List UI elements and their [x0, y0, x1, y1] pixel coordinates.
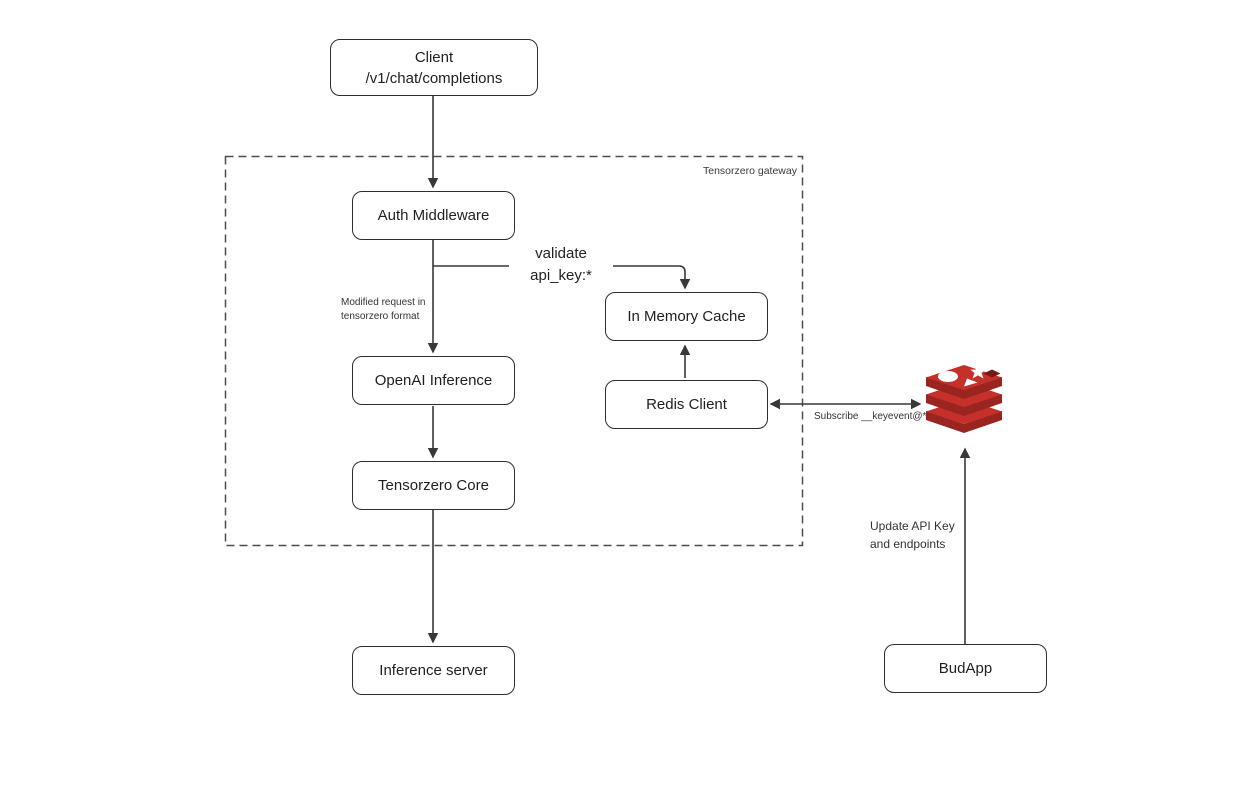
- node-client-label: Client: [414, 48, 454, 66]
- node-inference-server-label: Inference server: [379, 662, 488, 679]
- edge-label-subscribe: Subscribe __keyevent@*: [814, 411, 927, 422]
- node-redis-client: Redis Client: [605, 380, 768, 429]
- node-auth-middleware: Auth Middleware: [352, 191, 515, 240]
- node-tensorzero-core: Tensorzero Core: [352, 461, 515, 510]
- redis-database-icon: [926, 364, 1002, 433]
- node-client-sublabel: /v1/chat/completions: [365, 69, 503, 87]
- node-auth-middleware-label: Auth Middleware: [377, 207, 490, 224]
- node-client: Client /v1/chat/completions: [330, 39, 538, 96]
- edge-label-validate: validate api_key:*: [509, 243, 613, 287]
- gateway-label: Tensorzero gateway: [703, 165, 797, 177]
- node-budapp: BudApp: [884, 644, 1047, 693]
- node-openai-inference: OpenAI Inference: [352, 356, 515, 405]
- node-in-memory-cache-label: In Memory Cache: [627, 308, 746, 325]
- node-inference-server: Inference server: [352, 646, 515, 695]
- edge-label-modified-request: Modified request in tensorzero format: [341, 297, 426, 322]
- edge-label-update-api: Update API Key and endpoints: [870, 519, 955, 551]
- node-tensorzero-core-label: Tensorzero Core: [378, 477, 489, 494]
- node-openai-inference-label: OpenAI Inference: [374, 372, 493, 389]
- node-redis-client-label: Redis Client: [646, 396, 727, 413]
- node-in-memory-cache: In Memory Cache: [605, 292, 768, 341]
- node-budapp-label: BudApp: [938, 660, 993, 677]
